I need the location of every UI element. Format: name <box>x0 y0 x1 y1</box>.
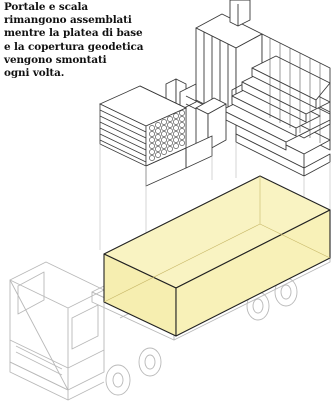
container-box <box>104 176 330 336</box>
caption-line: ogni volta. <box>4 67 184 80</box>
caption-line: mentre la platea di base <box>4 27 184 40</box>
caption-line: vengono smontati <box>4 54 184 67</box>
caption-line: e la copertura geodetica <box>4 41 184 54</box>
caption-line: rimangono assemblati <box>4 14 184 27</box>
staircase-module <box>196 0 330 176</box>
caption-text: Portale e scala rimangono assemblati men… <box>4 1 184 80</box>
caption-line: Portale e scala <box>4 1 184 14</box>
